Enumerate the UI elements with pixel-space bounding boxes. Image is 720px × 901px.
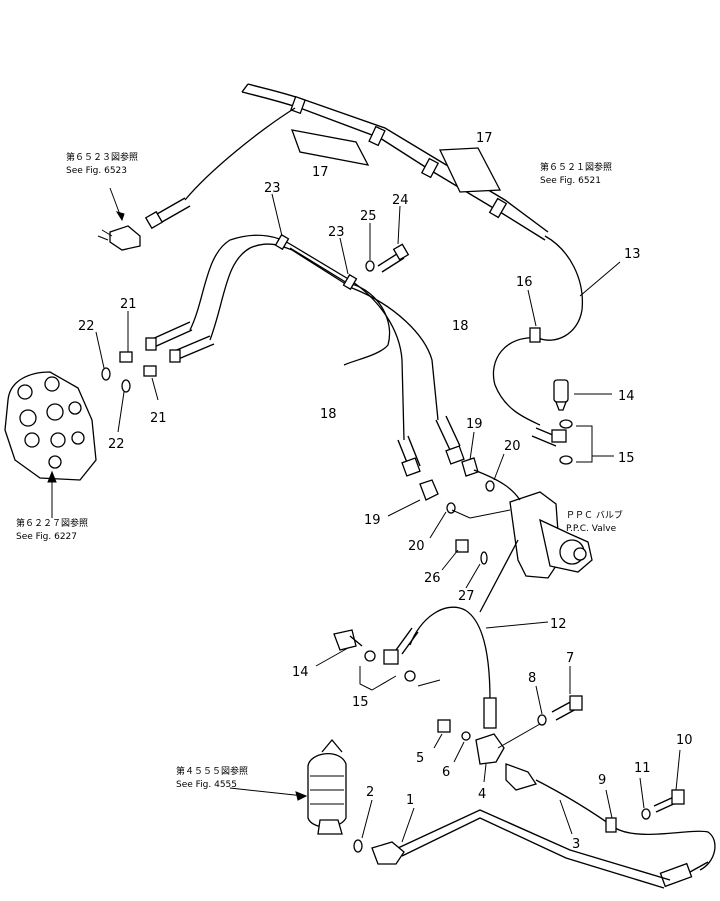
callout-15-upper: 15 — [618, 451, 635, 466]
callout-19-right: 19 — [466, 417, 483, 432]
callout-11: 11 — [634, 761, 651, 776]
figure-references: 第６５２３図参照 See Fig. 6523 第６５２１図参照 See Fig.… — [16, 151, 623, 790]
callout-16: 16 — [516, 275, 533, 290]
fittings-26-27 — [441, 539, 488, 589]
callout-5: 5 — [416, 751, 424, 766]
callout-numbers: 17 17 23 23 25 24 13 16 18 18 21 21 22 2… — [78, 131, 693, 852]
fittings-21-22 — [95, 311, 215, 433]
callout-7: 7 — [566, 651, 574, 666]
callout-23-right: 23 — [328, 225, 345, 240]
callout-24: 24 — [392, 193, 409, 208]
ref-fig-4555-jp: 第４５５５図参照 — [176, 765, 248, 777]
callout-20-right: 20 — [504, 439, 521, 454]
upper-pipe-assembly — [144, 83, 549, 241]
callout-21-bottom: 21 — [150, 411, 167, 426]
callout-3: 3 — [572, 837, 580, 852]
hose-13 — [492, 235, 621, 426]
callout-20-left: 20 — [408, 539, 425, 554]
ppc-valve-label-en: P.P.C. Valve — [566, 524, 617, 534]
ref-fig-6521-jp: 第６５２１図参照 — [540, 161, 612, 173]
ref-fig-6521-en: See Fig. 6521 — [540, 176, 601, 186]
pipe-1-filter — [229, 738, 671, 889]
callout-6: 6 — [442, 765, 450, 780]
callout-1: 1 — [406, 793, 414, 808]
hose-bundle-18 — [189, 193, 439, 441]
fittings-14-15-lower — [315, 627, 441, 691]
callout-18-right: 18 — [452, 319, 469, 334]
callout-25: 25 — [360, 209, 377, 224]
callout-27: 27 — [458, 589, 475, 604]
lower-block-4 — [433, 666, 583, 783]
hose-12 — [409, 539, 549, 729]
callout-17-right: 17 — [476, 131, 493, 146]
ppc-valve — [451, 469, 593, 579]
callout-14-upper: 14 — [618, 389, 635, 404]
callout-15-lower: 15 — [352, 695, 369, 710]
callout-8: 8 — [528, 671, 536, 686]
ref-fig-6523-en: See Fig. 6523 — [66, 166, 127, 176]
callout-21-top: 21 — [120, 297, 137, 312]
callout-2: 2 — [366, 785, 374, 800]
ref-fig-6227-en: See Fig. 6227 — [16, 532, 77, 542]
hose-ends-19-20 — [387, 415, 505, 539]
control-valve-body — [4, 371, 97, 518]
callout-14-lower: 14 — [292, 665, 309, 680]
callout-17-left: 17 — [312, 165, 329, 180]
callout-9: 9 — [598, 773, 606, 788]
callout-13: 13 — [624, 247, 641, 262]
fittings-14-15-upper — [531, 379, 614, 465]
ref-fig-6523-jp: 第６５２３図参照 — [66, 151, 138, 163]
callout-22-top: 22 — [78, 319, 95, 334]
bracket-fig-6523 — [97, 187, 141, 251]
callout-22-bottom: 22 — [108, 437, 125, 452]
hose-3 — [505, 749, 716, 888]
callout-26: 26 — [424, 571, 441, 586]
ppc-valve-label-jp: ＰＰＣ バルブ — [566, 509, 623, 521]
ref-fig-4555-en: See Fig. 4555 — [176, 780, 237, 790]
callout-18-left: 18 — [320, 407, 337, 422]
callout-23-left: 23 — [264, 181, 281, 196]
callout-19-left: 19 — [364, 513, 381, 528]
ref-fig-6227-jp: 第６２２７図参照 — [16, 517, 88, 529]
callout-12: 12 — [550, 617, 567, 632]
callout-4: 4 — [478, 787, 486, 802]
callout-10: 10 — [676, 733, 693, 748]
